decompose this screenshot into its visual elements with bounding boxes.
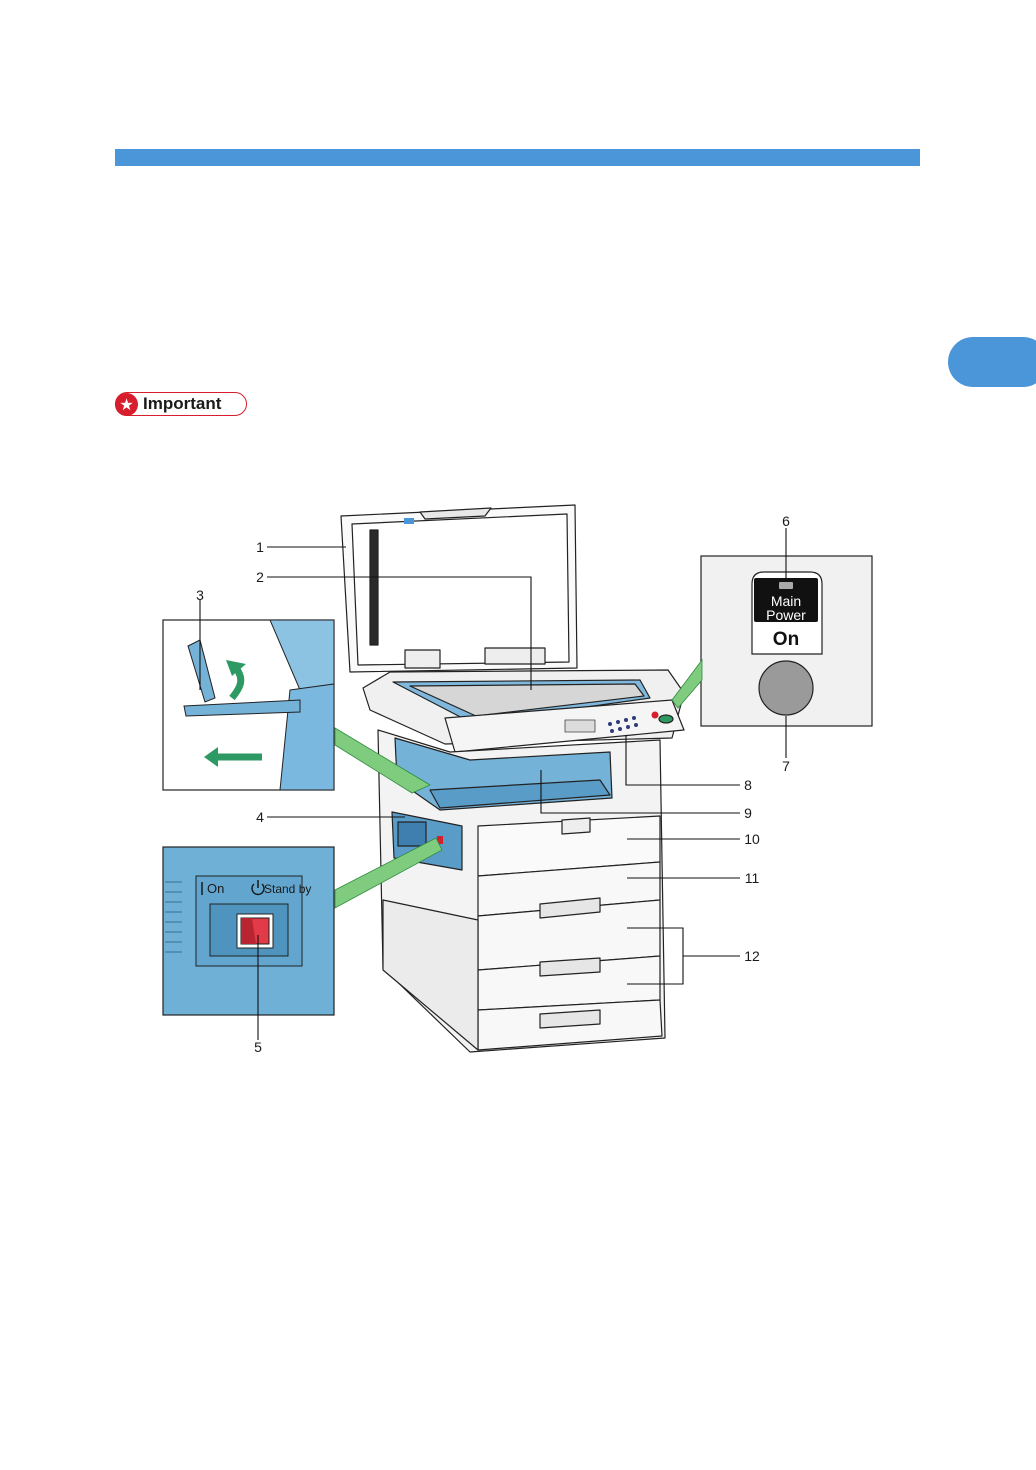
callout-2: 2: [256, 569, 264, 585]
callout-8: 8: [744, 777, 752, 793]
callout-4: 4: [256, 809, 264, 825]
power-switch-button: [759, 661, 813, 715]
callout-12: 12: [744, 948, 760, 964]
callout-11: 11: [745, 870, 760, 886]
switch-on-label: On: [207, 881, 224, 896]
callout-7: 7: [782, 758, 790, 774]
callout-5: 5: [254, 1039, 262, 1055]
main-power-indicator: [779, 582, 793, 589]
callout-1: 1: [256, 539, 264, 555]
main-power-state: On: [773, 629, 799, 650]
callout-3: 3: [196, 587, 204, 603]
inset-document-tray: [163, 620, 334, 790]
callout-6: 6: [782, 513, 790, 529]
callout-10: 10: [744, 831, 760, 847]
inset-main-power: Main Power On: [701, 556, 872, 726]
main-power-line2: Power: [766, 607, 806, 623]
switch-standby-label: Stand by: [264, 882, 311, 896]
inset-operation-switch: On Stand by: [163, 847, 334, 1015]
callout-9: 9: [744, 805, 752, 821]
